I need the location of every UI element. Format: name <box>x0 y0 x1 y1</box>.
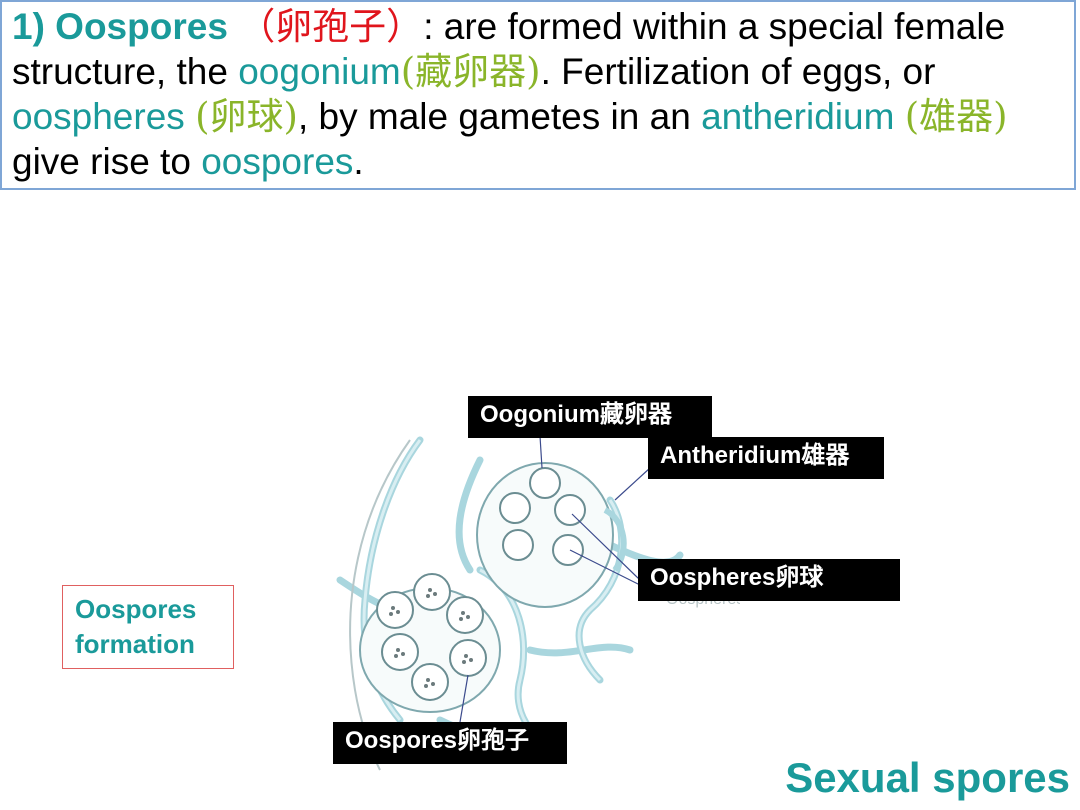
term-oospores-chinese: （卵孢子） <box>238 5 424 48</box>
callout-oospheres: Oospheres卵球 <box>638 559 900 601</box>
term-oospheres-chinese: (卵球) <box>195 95 298 138</box>
oogonium-upper <box>476 462 627 608</box>
term-antheridium: antheridium <box>701 96 895 137</box>
side-label-line-1: Oospores <box>75 594 197 624</box>
term-oospores: oospores <box>201 141 354 182</box>
term-oospheres: oospheres <box>12 96 185 137</box>
term-oogonium: oogonium <box>238 51 401 92</box>
term-antheridium-chinese: (雄器) <box>904 95 1008 138</box>
callout-oospores: Oospores卵孢子 <box>333 722 567 764</box>
definition-textbox: 1) Oospores （卵孢子）: are formed within a s… <box>0 0 1076 190</box>
text-segment-2: . Fertilization of eggs, or <box>540 51 936 92</box>
footer-title: Sexual spores <box>785 754 1070 801</box>
oospores-formation-label: Oospores formation <box>62 585 234 669</box>
side-label-line-2: formation <box>75 629 195 659</box>
text-segment-1: : are formed within a special female str… <box>12 6 1006 92</box>
callout-antheridium: Antheridium雄器 <box>648 437 884 479</box>
text-segment-3: , by male gametes in an <box>297 96 702 137</box>
leader-lines <box>459 435 651 723</box>
callout-oogonium: Oogonium藏卵器 <box>468 396 712 438</box>
term-oospores-heading: 1) Oospores <box>12 6 228 47</box>
definition-paragraph: 1) Oospores （卵孢子）: are formed within a s… <box>12 4 1068 184</box>
term-oogonium-chinese: (藏卵器) <box>400 50 541 93</box>
oogonium-lower <box>359 573 501 713</box>
text-segment-5: . <box>353 141 364 182</box>
text-segment-4: give rise to <box>12 141 202 182</box>
